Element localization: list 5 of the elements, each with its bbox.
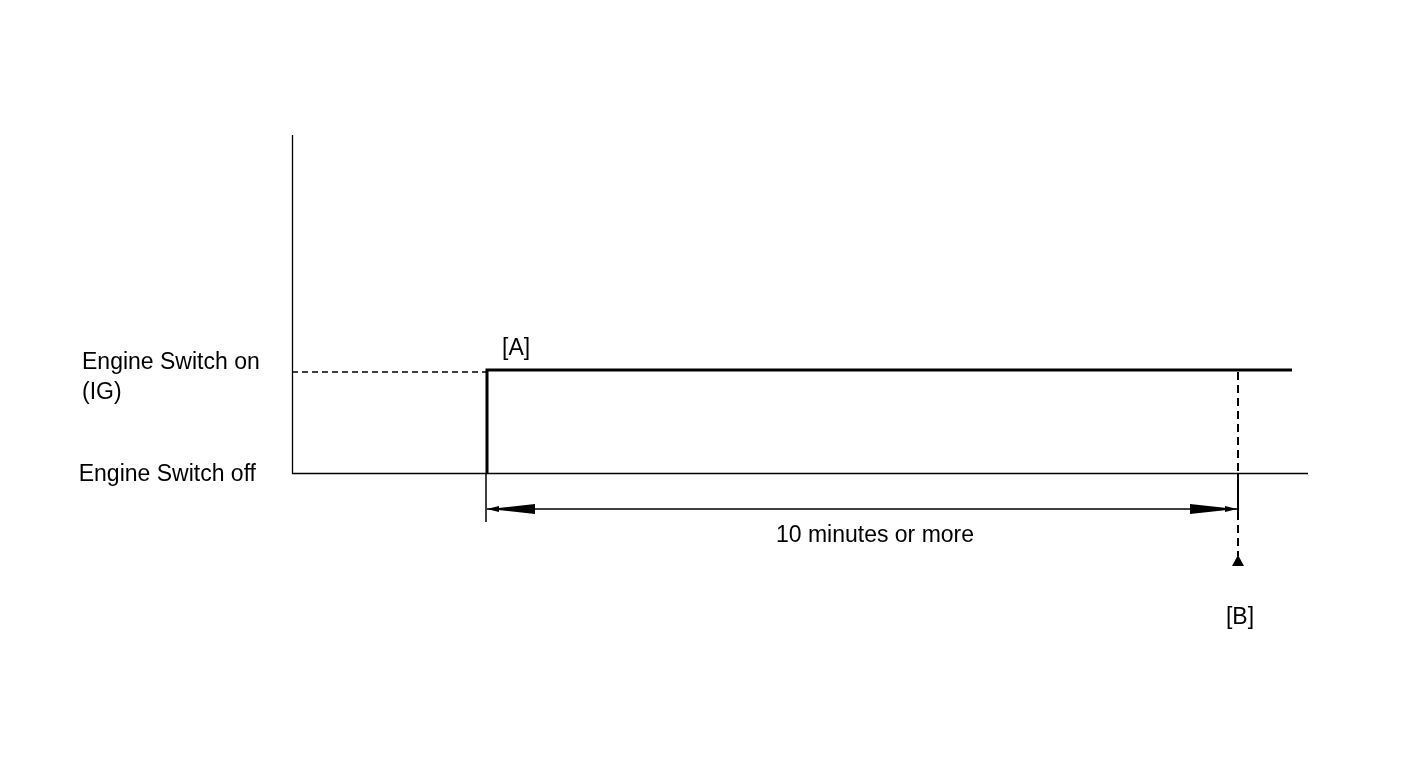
point-label: [B] [1224, 602, 1256, 631]
point-label: [A] [502, 333, 531, 362]
axis-label: Engine Switch on (IG) [82, 347, 261, 406]
dimension-label: 10 minutes or more [774, 520, 976, 549]
axis-label: Engine Switch off [77, 459, 256, 488]
